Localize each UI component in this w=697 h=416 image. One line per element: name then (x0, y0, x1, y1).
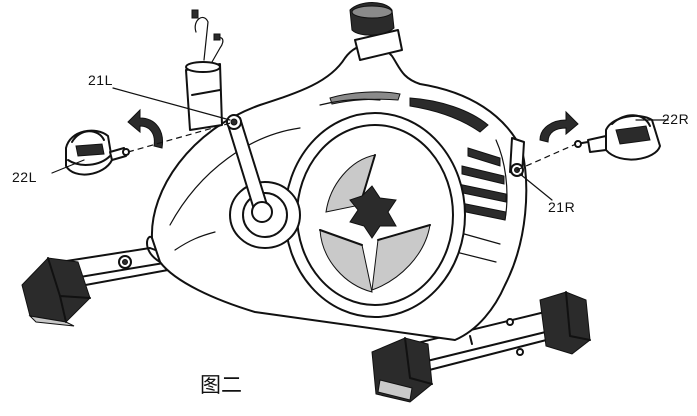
leader-22L (51, 159, 85, 174)
label-21L: 21L (88, 72, 113, 88)
front-stabilizer (371, 291, 591, 403)
rotation-arrow-right (539, 110, 579, 143)
right-pedal (574, 114, 661, 161)
leader-21R (519, 173, 553, 201)
left-pedal (65, 129, 130, 176)
rotation-arrow-left (127, 108, 164, 149)
left-crank-arm (226, 114, 273, 223)
leader-21L (112, 87, 231, 121)
rear-stabilizer (21, 247, 171, 327)
right-crank-end (509, 137, 525, 177)
figure-caption: 图二 (200, 373, 242, 397)
left-pedal-guide-line (127, 121, 235, 153)
tension-knob (349, 2, 403, 61)
seat-post-tube (185, 9, 224, 131)
right-pedal-guide-line (516, 143, 577, 171)
label-22R: 22R (662, 111, 689, 127)
label-22L: 22L (12, 169, 37, 185)
label-21R: 21R (548, 199, 575, 215)
flywheel-cover (284, 112, 466, 318)
